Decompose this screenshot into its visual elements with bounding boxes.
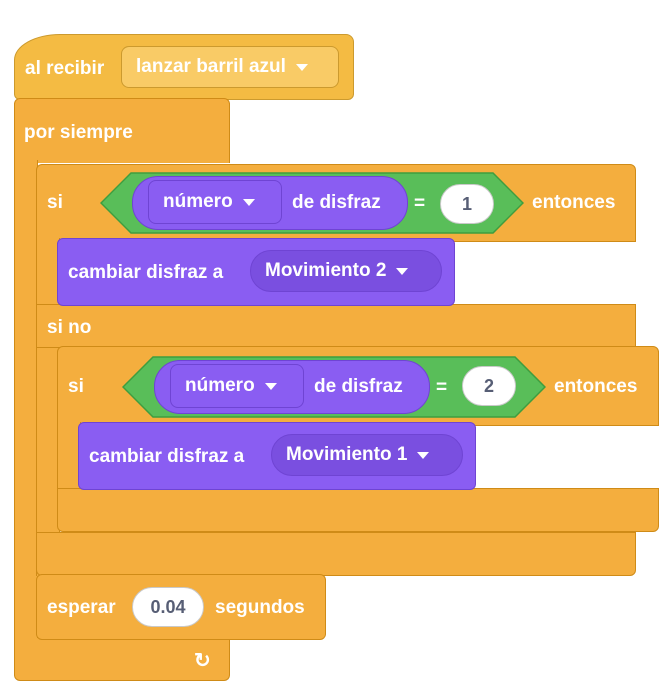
inner-if-label: si — [68, 376, 84, 397]
then-label: entonces — [532, 192, 616, 213]
equals-sign: = — [414, 193, 426, 214]
inner-compare-value-input[interactable]: 2 — [462, 366, 516, 406]
switch-costume-label: cambiar disfraz a — [68, 262, 224, 283]
compare-value-input[interactable]: 1 — [440, 184, 494, 224]
forever-block[interactable] — [14, 98, 230, 163]
costume-property-dropdown[interactable]: número — [148, 180, 282, 224]
forever-arm — [14, 160, 38, 640]
message-label: lanzar barril azul — [136, 56, 286, 77]
if-else-left-arm — [36, 238, 60, 576]
hat-label: al recibir — [25, 58, 105, 79]
message-dropdown[interactable]: lanzar barril azul — [121, 46, 339, 88]
inner-costume-suffix-label: de disfraz — [314, 376, 403, 397]
when-i-receive-hat-block[interactable]: al recibir lanzar barril azul — [14, 34, 354, 100]
inner-costume-value: Movimiento 1 — [286, 444, 408, 465]
inner-then-label: entonces — [554, 376, 638, 397]
dropdown-triangle-icon — [295, 63, 308, 71]
dropdown-triangle-icon — [264, 382, 277, 390]
else-bar[interactable] — [36, 304, 636, 348]
else-label: si no — [47, 317, 92, 338]
wait-unit-label: segundos — [215, 597, 305, 618]
costume-dropdown[interactable]: Movimiento 2 — [250, 250, 442, 292]
dropdown-triangle-icon — [396, 267, 409, 275]
costume-property-label: número — [163, 191, 233, 212]
if-label: si — [47, 192, 63, 213]
costume-suffix-label: de disfraz — [292, 192, 381, 213]
inner-costume-property-label: número — [185, 375, 255, 396]
forever-footer[interactable] — [14, 638, 230, 681]
inner-equals-sign: = — [436, 377, 448, 398]
inner-switch-costume-label: cambiar disfraz a — [89, 446, 245, 467]
wait-seconds-input[interactable]: 0.04 — [132, 587, 204, 627]
inner-costume-dropdown[interactable]: Movimiento 1 — [271, 434, 463, 476]
dropdown-triangle-icon — [242, 198, 255, 206]
forever-label: por siempre — [24, 122, 133, 143]
loop-arrow-icon: ↻ — [194, 650, 211, 672]
wait-label: esperar — [47, 597, 116, 618]
if-else-footer[interactable] — [36, 532, 636, 576]
inner-if-footer[interactable] — [57, 488, 659, 532]
inner-costume-property-dropdown[interactable]: número — [170, 364, 304, 408]
costume-value: Movimiento 2 — [265, 260, 387, 281]
dropdown-triangle-icon — [417, 451, 430, 459]
